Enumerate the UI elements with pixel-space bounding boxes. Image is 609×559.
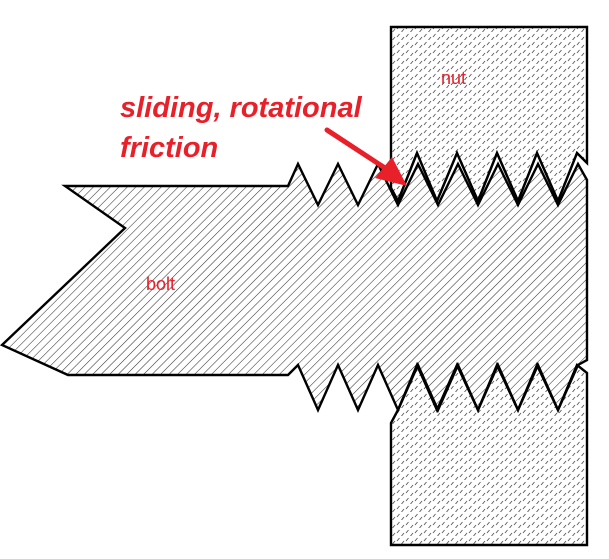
annotation-arrow <box>324 127 407 186</box>
thread-contact-lines <box>390 150 588 424</box>
bolt-label: bolt <box>146 274 175 294</box>
friction-annotation-line2: friction <box>120 132 218 164</box>
lower-thread-contact <box>390 362 588 424</box>
friction-annotation-line1: sliding, rotational <box>120 92 363 124</box>
nut-label: nut <box>441 68 466 88</box>
upper-thread-contact <box>390 150 588 204</box>
